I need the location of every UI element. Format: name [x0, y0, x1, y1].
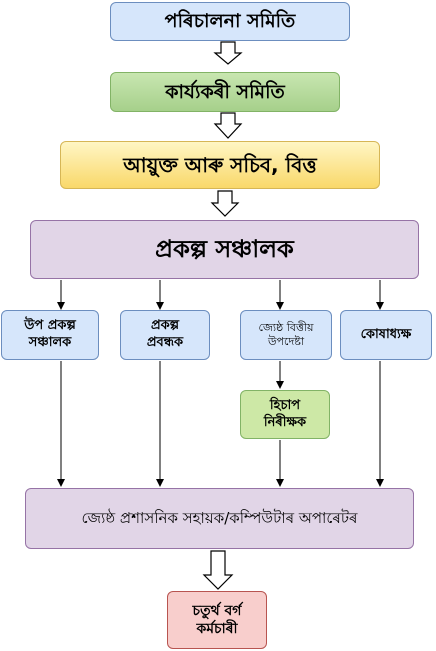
senior-admin-assistant-label: জ্যেষ্ঠ প্ৰশাসনিক সহায়ক/কম্পিউটাৰ অপাৰে…: [81, 508, 358, 527]
project-manager-label: প্ৰকল্প প্ৰবন্ধক: [146, 318, 184, 350]
fourth-grade-staff-box: চতুৰ্থ বৰ্গ কৰ্মচাৰী: [167, 591, 267, 649]
senior-financial-advisor-box: জ্যেষ্ঠ বিত্তীয় উপদেষ্টা: [240, 310, 332, 360]
governing-council-box: পৰিচালনা সমিতি: [110, 2, 350, 41]
deputy-project-director-label: উপ প্ৰকল্প সঞ্চালক: [24, 318, 76, 350]
block-arrow-1: [213, 41, 243, 65]
block-arrow-2: [213, 112, 243, 139]
treasurer-box: কোষাধ্যক্ষ: [340, 310, 432, 360]
block-arrow-4: [202, 550, 234, 590]
governing-council-label: পৰিচালনা সমিতি: [164, 10, 296, 33]
deputy-project-director-box: উপ প্ৰকল্প সঞ্চালক: [1, 310, 99, 360]
audit-inspector-label: হিচাপ নিৰীক্ষক: [263, 397, 307, 430]
treasurer-label: কোষাধ্যক্ষ: [360, 326, 412, 342]
commissioner-secretary-label: আয়ুক্ত আৰু সচিব, বিত্ত: [123, 153, 317, 177]
senior-admin-assistant-box: জ্যেষ্ঠ প্ৰশাসনিক সহায়ক/কম্পিউটাৰ অপাৰে…: [25, 488, 414, 549]
project-manager-box: প্ৰকল্প প্ৰবন্ধক: [120, 310, 210, 360]
audit-inspector-box: হিচাপ নিৰীক্ষক: [240, 390, 330, 439]
block-arrow-3: [210, 190, 240, 217]
executive-committee-box: কাৰ্য্যকৰী সমিতি: [110, 72, 340, 112]
senior-financial-advisor-label: জ্যেষ্ঠ বিত্তীয় উপদেষ্টা: [258, 320, 314, 348]
executive-committee-label: কাৰ্য্যকৰী সমিতি: [165, 80, 285, 103]
commissioner-secretary-box: আয়ুক্ত আৰু সচিব, বিত্ত: [60, 141, 380, 189]
project-director-label: প্ৰকল্প সঞ্চালক: [155, 234, 294, 263]
fourth-grade-staff-label: চতুৰ্থ বৰ্গ কৰ্মচাৰী: [192, 602, 242, 637]
project-director-box: প্ৰকল্প সঞ্চালক: [30, 220, 419, 279]
